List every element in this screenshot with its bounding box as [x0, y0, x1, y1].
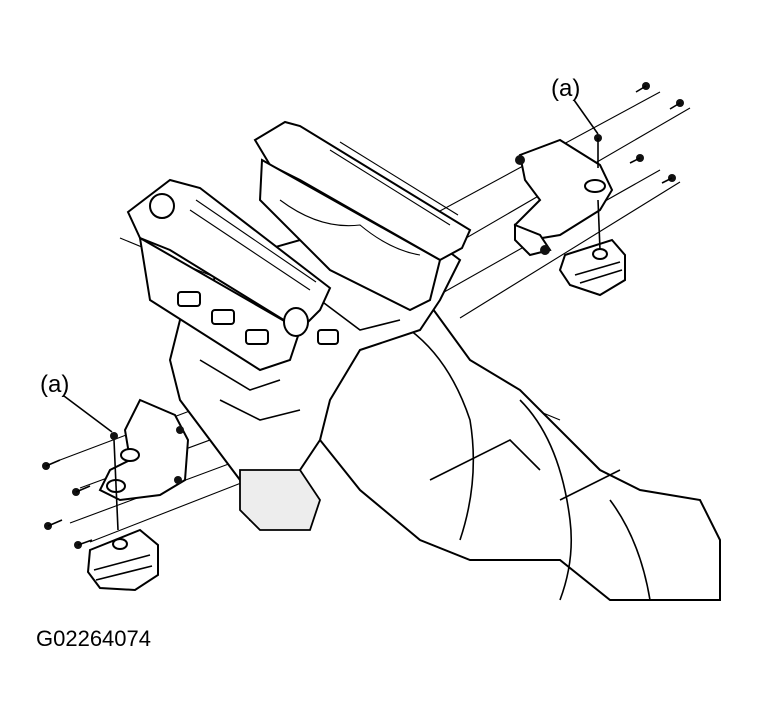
transmission — [318, 303, 721, 601]
right-mount-bolts — [594, 82, 684, 251]
callout-label-left: (a) — [40, 371, 69, 398]
left-mount-bolts — [42, 432, 119, 549]
left-mount-bracket — [98, 398, 190, 502]
figure-code: G02264074 — [36, 626, 151, 651]
callout-leader-left — [63, 395, 113, 433]
right-mount-insulator — [558, 238, 626, 297]
exhaust-ports — [177, 291, 339, 345]
callout-label-top-right: (a) — [551, 75, 580, 102]
right-cylinder-head — [253, 120, 472, 312]
callout-leader-top-right — [573, 99, 599, 135]
left-mount-insulator — [86, 528, 159, 592]
right-mount-bracket — [513, 138, 614, 257]
